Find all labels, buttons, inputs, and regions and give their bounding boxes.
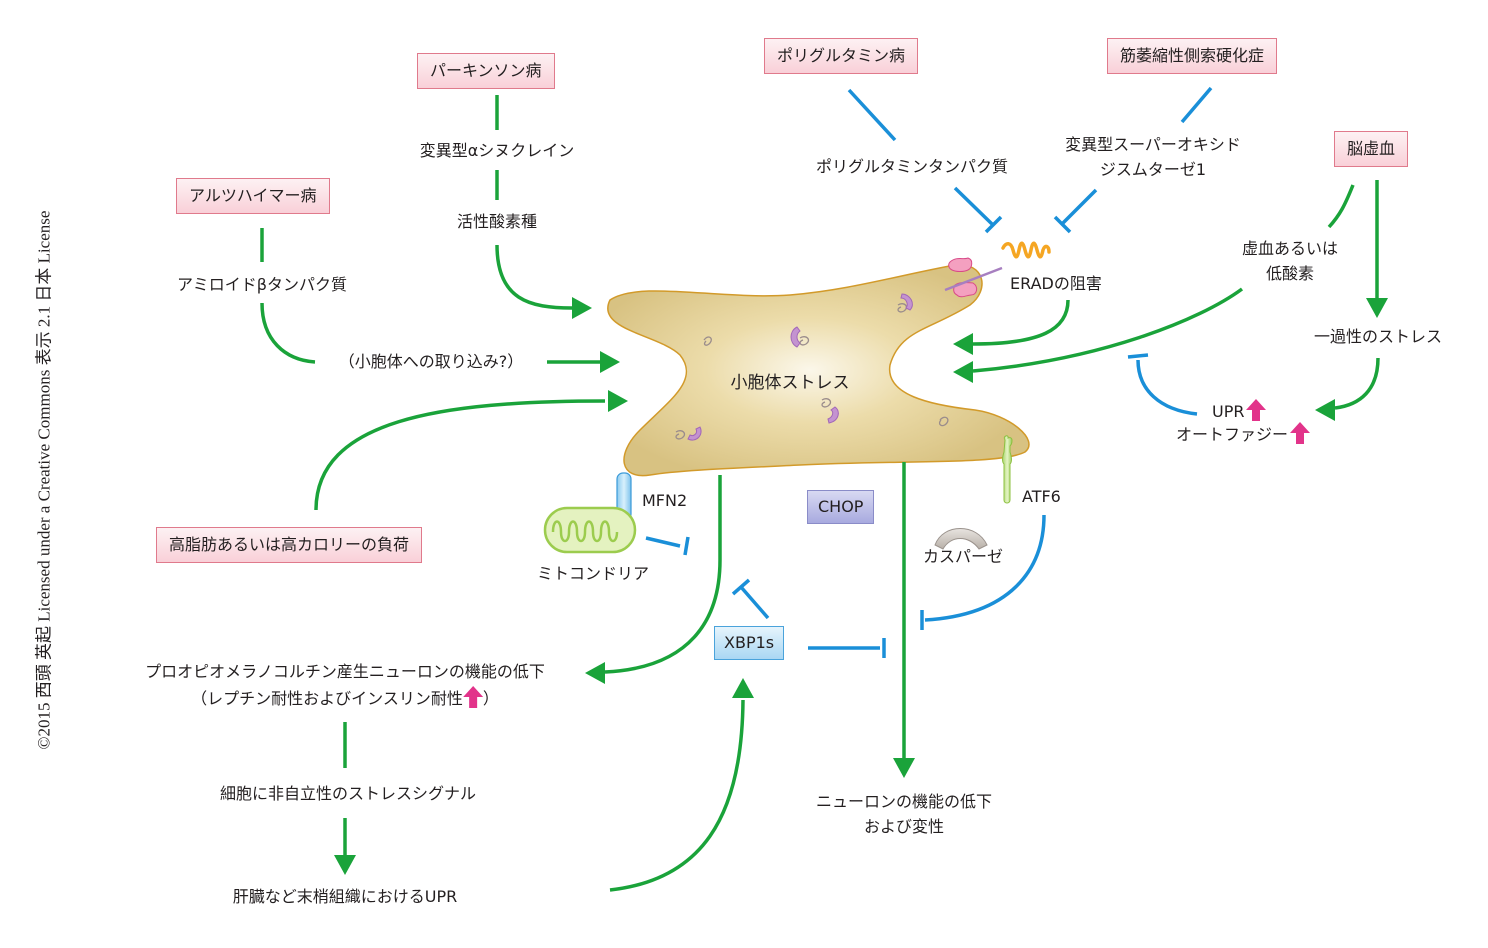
edge-xbp1s-inhibits-left [739,585,770,620]
edge-polyq-to-protein [847,88,897,142]
tbar-mitochondria [683,536,690,556]
edge-transient-to-upr [1334,357,1380,410]
er-cell-body [607,264,1030,477]
disease-box-cerebral-ischemia: 脳虚血 [1334,131,1409,167]
label-upr: UPR [1212,402,1245,421]
edge-upr-inhibits-er [1136,359,1198,416]
label-resistance-text: （レプチン耐性およびインスリン耐性 [191,689,463,708]
label-neuron-decline-line2: および変性 [863,817,945,836]
pathway-edges [260,86,1388,892]
arrowhead-ros-to-er [572,297,592,319]
label-pomc-neuron-decline: プロオピオメラノコルチン産生ニューロンの機能の低下 [145,662,545,681]
arrowhead-uptake-to-er [600,351,620,373]
edge-ros-to-er [495,244,573,310]
label-mutant-sod1-line1: 変異型スーパーオキシド [1065,135,1241,154]
arrowhead-transient-to-upr [1315,399,1335,421]
arrowhead-xbp1s [732,678,754,698]
label-polyglutamine-protein: ポリグルタミンタンパク質 [815,157,1009,176]
edge-ischemia-to-hypoxia [1327,184,1355,229]
label-ischemia-hypoxia-line2: 低酸素 [1265,264,1315,283]
arrowhead-peripheral-upr [334,855,356,875]
label-amyloid-beta: アミロイドβタンパク質 [177,275,347,294]
misfolded-protein-coil-icon [1001,241,1051,259]
label-ros: 活性酸素種 [456,212,538,231]
disease-box-alzheimer: アルツハイマー病 [176,178,330,214]
tbar-sod1-erad [1053,215,1072,234]
tbar-upr-er [1127,353,1149,359]
label-mutant-alpha-synuclein: 変異型αシヌクレイン [419,141,575,160]
arrowhead-er-to-pomc [585,662,605,684]
edge-hypoxia-to-er [972,287,1244,373]
increase-arrow-icon [462,686,483,708]
arrowhead-ischemia-to-transient [1366,298,1388,318]
label-er-uptake: （小胞体への取り込み?） [338,352,524,371]
arrowhead-neuron-decline [893,758,915,778]
edge-highfat-to-er [314,399,606,511]
edge-sod1-inhibits-erad [1060,188,1098,226]
label-er-stress: 小胞体ストレス [730,373,850,393]
disease-box-parkinson: パーキンソン病 [417,53,555,89]
edge-er-to-pomc [604,475,722,674]
label-atf6: ATF6 [1022,487,1061,506]
increase-arrow-icon [1246,399,1267,421]
label-mutant-sod1-line2: ジスムターゼ1 [1099,160,1207,179]
edge-atf6-inhibits [924,514,1046,622]
copyright-notice: ©2015 西頭 英起 Licensed under a Creative Co… [34,210,54,750]
arrowhead-highfat-to-er [608,390,628,412]
disease-box-polyglutamine: ポリグルタミン病 [764,38,919,74]
label-upr-increase: UPR [1212,399,1267,423]
mitochondria-icon [543,506,637,554]
erad-translocon-icon [944,257,1003,298]
disease-box-als: 筋萎縮性側索硬化症 [1107,38,1278,74]
edge-protein-inhibits-erad [953,186,995,227]
label-ischemia-hypoxia-line1: 虚血あるいは [1241,239,1339,258]
label-transient-stress: 一過性のストレス [1313,327,1443,346]
label-mitochondria: ミトコンドリア [536,564,650,583]
label-resistance-close: ） [482,689,499,708]
misfolded-protein-icons [675,303,949,440]
edge-mitochondria-inhibits [645,536,681,548]
tbar-xbp1s-left [731,578,751,596]
chop-box: CHOP [807,490,875,524]
label-peripheral-upr: 肝臓など末梢組織におけるUPR [232,887,458,906]
tbar-protein-erad [984,215,1003,234]
disease-box-high-fat: 高脂肪あるいは高カロリーの負荷 [156,527,423,563]
label-neuron-decline-line1: ニューロンの機能の低下 [815,792,993,811]
arrowhead-erad-to-er [953,333,973,355]
label-mfn2: MFN2 [642,491,688,510]
label-caspase: カスパーゼ [922,547,1004,566]
xbp1s-box: XBP1s [714,626,785,660]
caspase-icon [934,528,988,550]
increase-arrow-icon [1290,422,1311,444]
label-non-autonomous-signal: 細胞に非自立性のストレスシグナル [219,784,477,803]
label-autophagy: オートファジー [1176,425,1289,444]
label-erad-inhibition: ERADの阻害 [1010,274,1102,293]
label-autophagy-increase: オートファジー [1176,422,1311,446]
edge-peripheral-to-xbp1s [609,699,745,892]
atf6-icon [1002,435,1013,504]
label-leptin-insulin-resistance: （レプチン耐性およびインスリン耐性 ） [191,686,499,710]
arrowhead-hypoxia-to-er [953,361,973,383]
chaperone-icons [687,293,913,441]
edge-amyloid-to-uptake [260,302,316,364]
edge-erad-to-er [972,299,1070,346]
edge-als-to-sod1 [1180,86,1213,124]
